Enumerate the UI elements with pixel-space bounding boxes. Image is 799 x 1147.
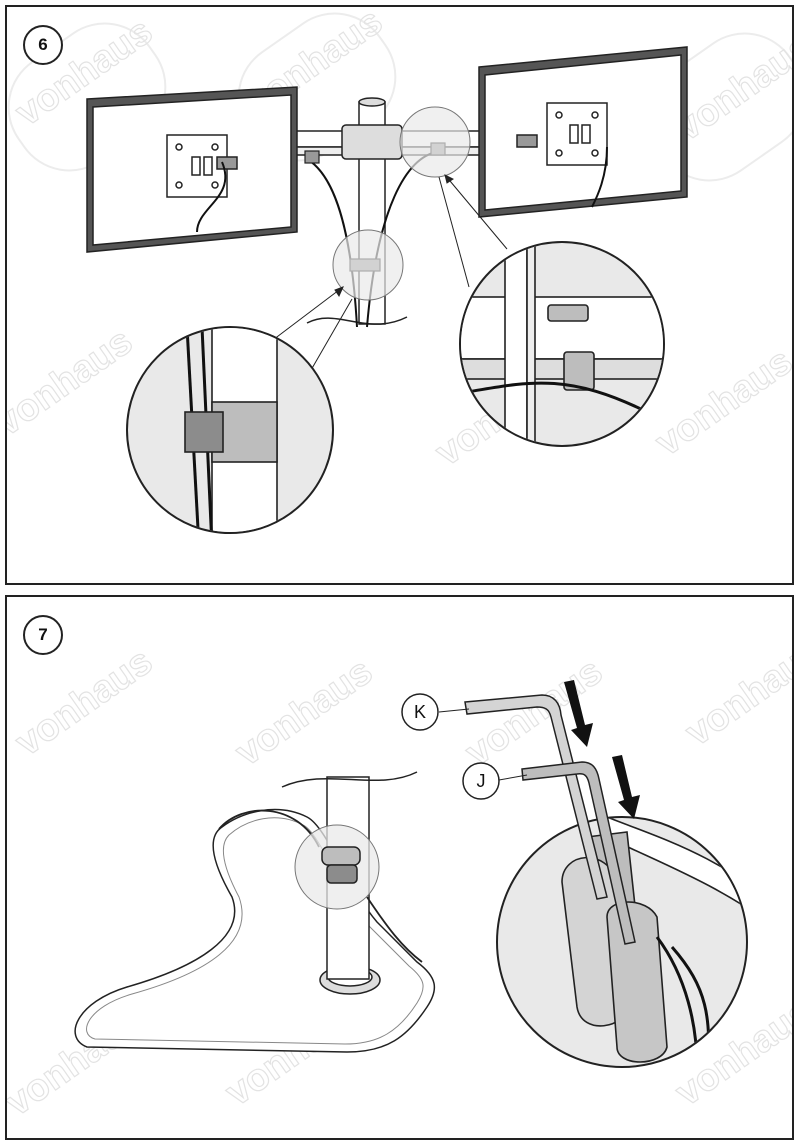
step-6-illustration: vonhaus vonhaus vonhaus vonhaus vonhaus … [7, 7, 794, 534]
callout-j: J [462, 762, 528, 800]
stand-base [74, 808, 436, 1053]
step-7-badge: 7 [23, 615, 63, 655]
cable [366, 896, 423, 963]
callout-k-label: K [414, 702, 426, 722]
watermark: vonhaus [648, 340, 794, 464]
step-6-badge: 6 [23, 25, 63, 65]
watermark: vonhaus [678, 630, 794, 754]
watermark: vonhaus [8, 640, 160, 764]
step-6-panel: 6 vonhaus vonhaus vonhaus vonhaus vonhau… [5, 5, 794, 585]
magnified-pole-clip [126, 326, 334, 534]
detail-highlight-arm-clip [399, 106, 471, 178]
detail-highlight-pole-clip [332, 229, 404, 301]
down-arrow-icon [612, 755, 640, 819]
right-monitor [478, 46, 688, 218]
hex-key-j [521, 761, 636, 945]
callout-k: K [401, 693, 470, 731]
step-7-illustration: vonhaus vonhaus vonhaus vonhaus vonhaus … [7, 630, 794, 1125]
magnified-clip-detail [496, 816, 748, 1068]
magnified-arm-clip [459, 241, 665, 447]
down-arrow-icon [564, 680, 593, 747]
hex-key-k [464, 694, 608, 900]
callout-j-label: J [477, 771, 486, 791]
left-monitor [86, 86, 298, 253]
watermark: vonhaus [228, 650, 380, 774]
vesa-plate-right [546, 102, 608, 166]
pole-clip [321, 846, 361, 884]
step-7-panel: 7 vonhaus vonhaus vonhaus vonhaus vonhau… [5, 595, 794, 1140]
watermark: vonhaus [7, 320, 140, 444]
